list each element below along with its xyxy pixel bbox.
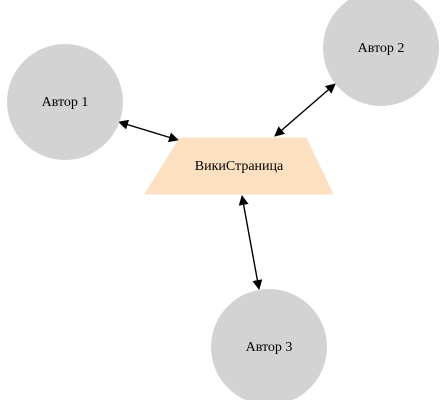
wikipage-shape bbox=[144, 137, 334, 195]
edge-author1-wikipage bbox=[118, 119, 179, 143]
author-2-label: Автор 2 bbox=[358, 41, 405, 56]
author-2-circle bbox=[323, 0, 439, 106]
edge-author3-wikipage bbox=[238, 195, 263, 290]
author-1-circle bbox=[7, 44, 123, 160]
author-node-3: Автор 3 bbox=[211, 289, 327, 400]
edge-author2-wikipage bbox=[274, 83, 336, 137]
author-node-2: Автор 2 bbox=[323, 0, 439, 106]
wikipage-label: ВикиСтраница bbox=[195, 159, 284, 174]
author-3-circle bbox=[211, 289, 327, 400]
wikipage-node: ВикиСтраница bbox=[144, 137, 334, 195]
author-1-label: Автор 1 bbox=[42, 95, 89, 110]
author-node-1: Автор 1 bbox=[7, 44, 123, 160]
author-3-label: Автор 3 bbox=[246, 340, 293, 355]
